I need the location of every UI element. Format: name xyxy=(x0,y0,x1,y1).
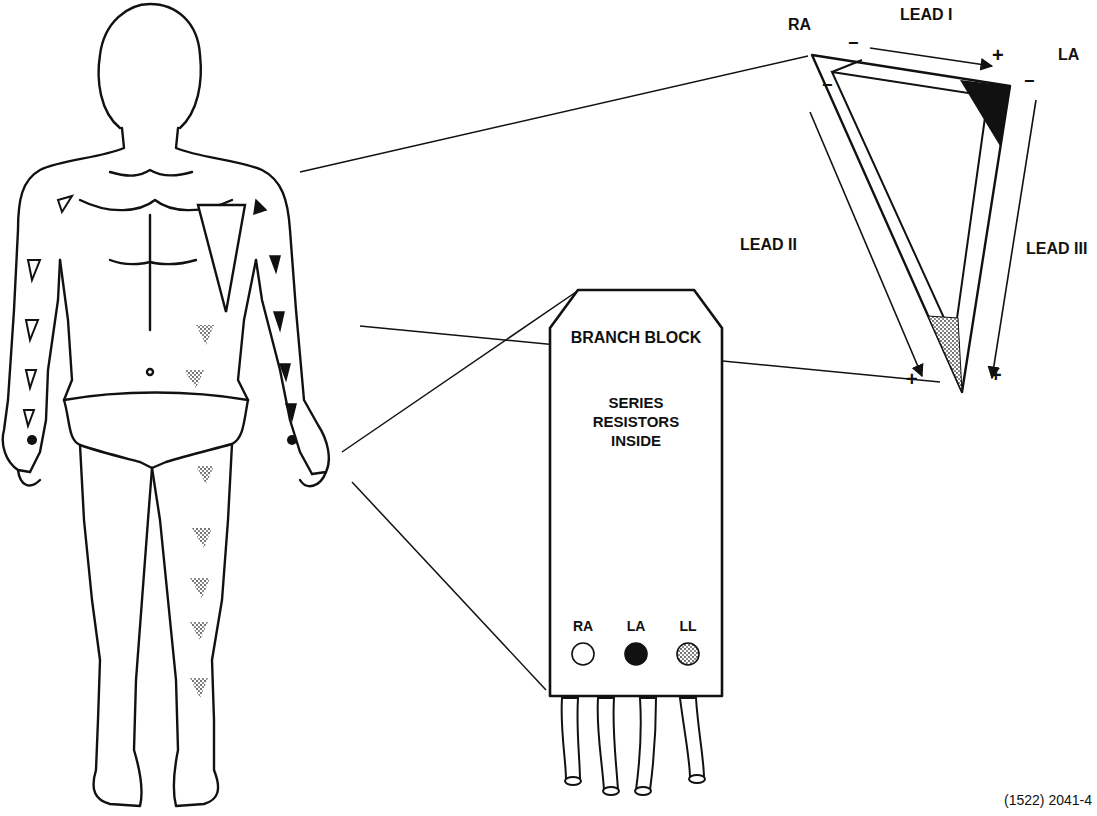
ra-markers xyxy=(24,196,72,426)
label-text: − xyxy=(848,34,859,54)
terminal-label: LA xyxy=(616,618,656,636)
label-text: + xyxy=(990,364,1002,386)
chest-triangle xyxy=(198,205,245,312)
label-text: − xyxy=(1024,72,1035,92)
label-text: LEAD III xyxy=(1026,240,1087,258)
label-text: LA xyxy=(1058,46,1079,64)
label-text: + xyxy=(906,368,918,390)
terminal-jack xyxy=(625,643,647,665)
label-text: LEAD I xyxy=(900,6,952,24)
block-text: SERIES RESISTORS INSIDE xyxy=(572,394,700,450)
terminal-label: LL xyxy=(668,618,708,636)
einthoven-triangle xyxy=(810,48,1036,392)
terminal-label: RA xyxy=(563,618,603,636)
block-text: BRANCH BLOCK xyxy=(548,328,724,348)
block-outline xyxy=(548,288,724,698)
label-text: LEAD II xyxy=(740,236,797,254)
terminal-jack xyxy=(677,643,699,665)
ra-electrode xyxy=(27,435,37,445)
terminal-jack xyxy=(572,643,594,665)
ll-markers xyxy=(184,325,214,698)
label-text: RA xyxy=(788,16,811,34)
cables xyxy=(562,698,705,795)
figure-caption: (1522) 2041-4 xyxy=(1004,792,1092,808)
human-figure xyxy=(3,4,329,806)
la-markers xyxy=(254,200,296,420)
label-text: + xyxy=(992,44,1004,66)
label-text: − xyxy=(822,76,833,96)
la-electrode xyxy=(287,435,297,445)
branch-block: BRANCH BLOCK SERIES RESISTORS INSIDE RA LA L… xyxy=(548,288,724,698)
